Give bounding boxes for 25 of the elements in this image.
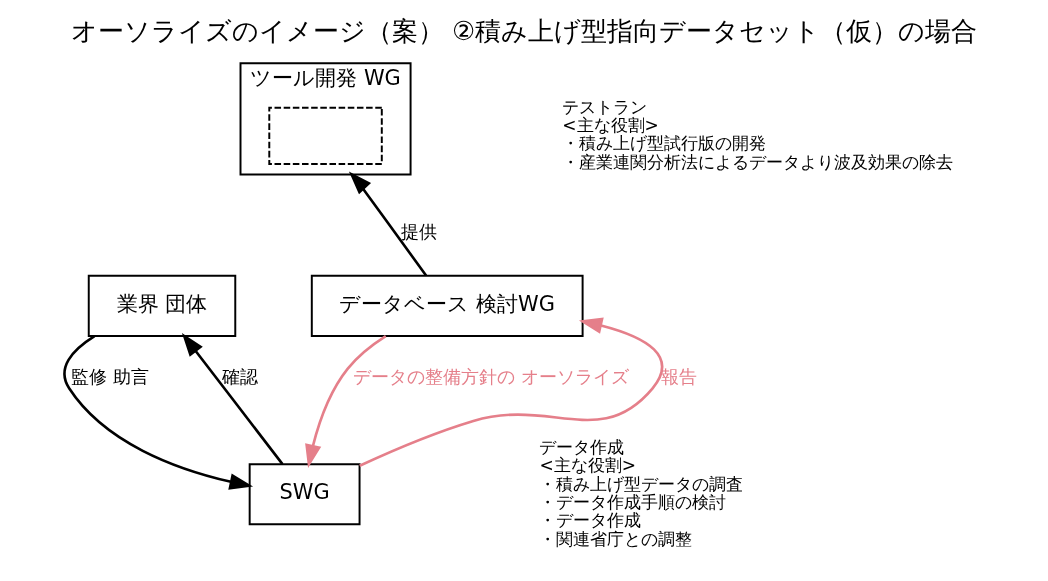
edge-label: 監修 助言 xyxy=(70,366,149,388)
node-label: テストラン xyxy=(562,96,648,117)
node-label: <主な役割> xyxy=(539,455,636,476)
cluster: ツール開発 WG xyxy=(239,62,412,176)
edge-label: データの整備方針の オーソライズ xyxy=(353,366,629,388)
node-box: データベース 検討WG xyxy=(310,274,584,337)
node-label: ・積み上げ型試行版の開発 xyxy=(562,133,767,154)
edge-label: 提供 xyxy=(401,221,438,243)
node-box xyxy=(268,106,383,165)
node-label: データ作成 xyxy=(539,436,625,457)
edge-label: 報告 xyxy=(661,366,698,388)
edge-label: 確認 xyxy=(221,366,258,388)
node-label: ・データ作成 xyxy=(539,510,642,531)
node-box: SWG xyxy=(248,463,361,526)
node-label: <主な役割> xyxy=(562,115,659,136)
diagram-title: オーソライズのイメージ（案） ②積み上げ型指向データセット（仮）の場合 xyxy=(70,15,978,46)
node-box: 業界 団体 xyxy=(87,274,237,337)
arrow xyxy=(359,317,664,467)
arrow xyxy=(305,335,387,468)
node-label: ・積み上げ型データの調査 xyxy=(539,473,744,494)
arrow xyxy=(348,171,428,277)
arrow xyxy=(181,333,284,465)
node-label: ・関連省庁との調整 xyxy=(539,528,693,549)
node-label: ・産業連関分析法によるデータより波及効果の除去 xyxy=(562,151,954,172)
arrow xyxy=(63,335,254,490)
